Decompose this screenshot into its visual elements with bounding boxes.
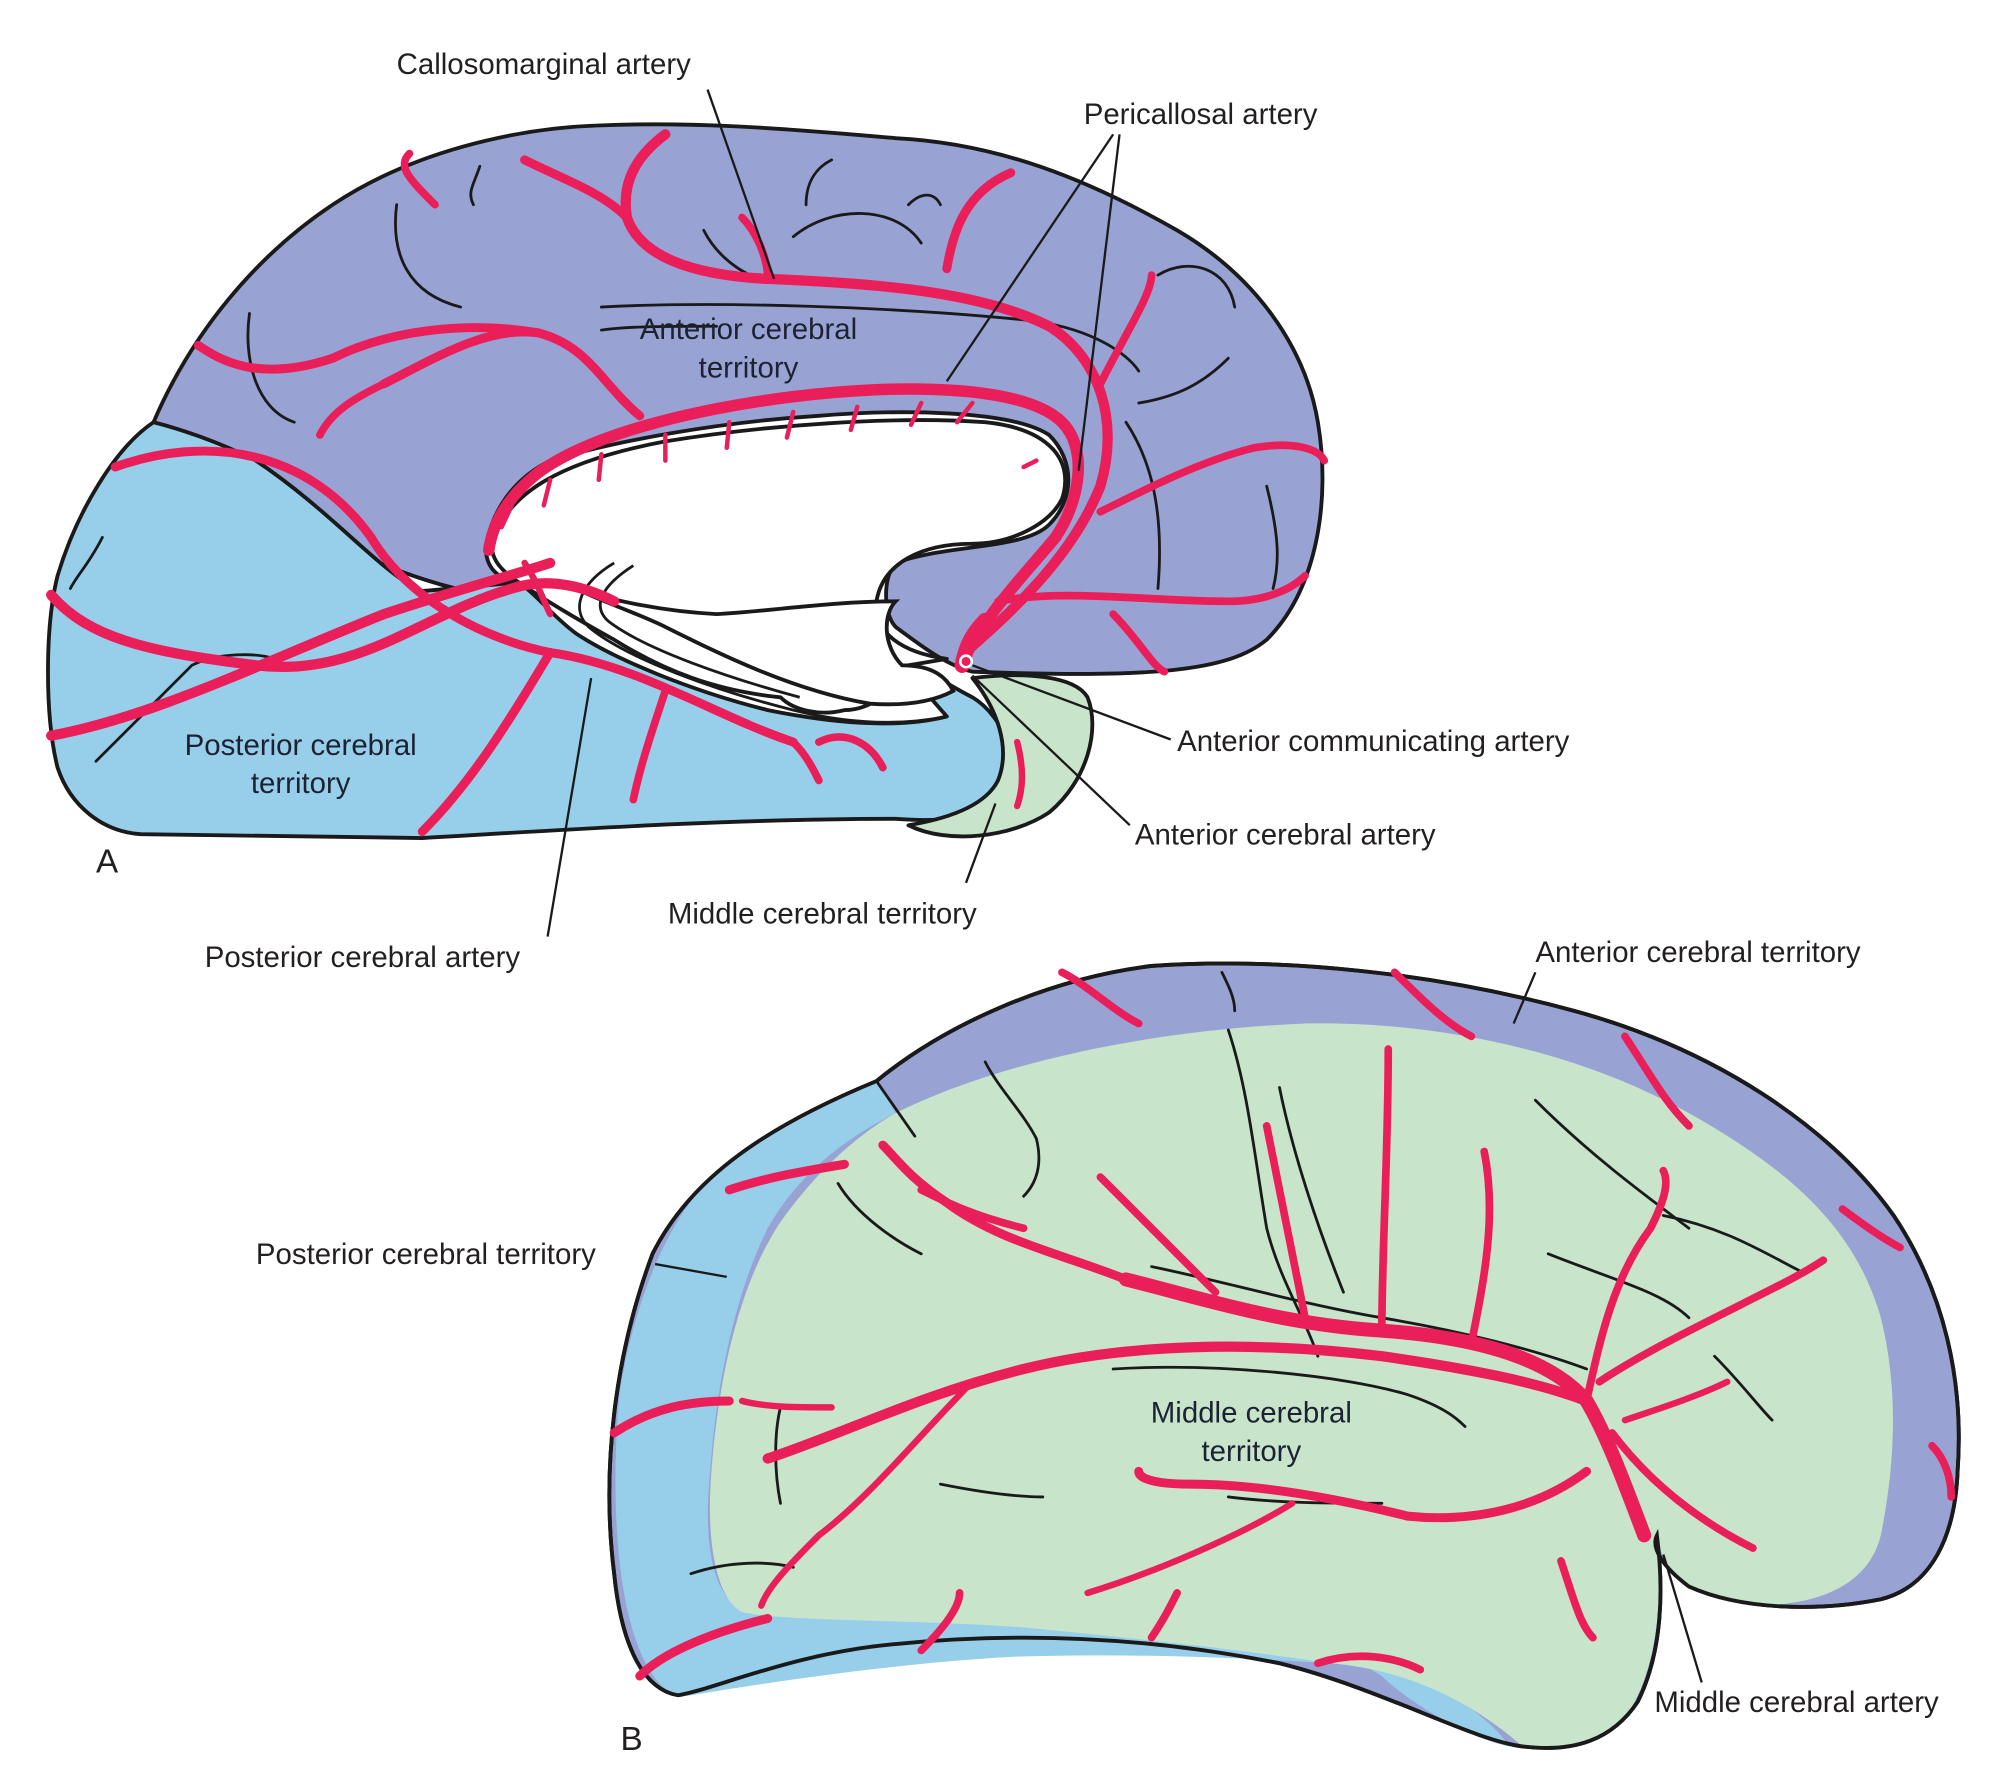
panel-a-leader-lines: [546, 89, 1172, 937]
pericallosal-artery: [483, 383, 1084, 669]
panel-a-arteries: [46, 129, 1329, 837]
panel-a-middle-territory: [906, 673, 1095, 839]
pericallosal-artery-label: Pericallosal artery: [1084, 98, 1318, 131]
middle-cerebral-artery-label: Middle cerebral artery: [1654, 1686, 1939, 1719]
anterior-cerebral-artery-label: Anterior cerebral artery: [1135, 818, 1436, 851]
panel-a-letter: A: [96, 844, 119, 881]
posterior-territory-label-line2: territory: [251, 767, 351, 800]
middle-cerebral-territory-label-a: Middle cerebral territory: [668, 898, 977, 931]
callosomarginal-artery-label: Callosomarginal artery: [397, 48, 691, 81]
anterior-communicating-artery-marker: [958, 654, 974, 669]
panel-b-arteries: [609, 968, 1956, 1681]
posterior-cerebral-territory-label-b: Posterior cerebral territory: [256, 1238, 596, 1271]
posterior-cerebral-artery: [46, 578, 620, 672]
panel-b-leader-lines: [654, 971, 1703, 1683]
posterior-cerebral-artery-label: Posterior cerebral artery: [205, 941, 521, 974]
posterior-territory-label-line1: Posterior cerebral: [185, 729, 417, 762]
middle-territory-label-line1: Middle cerebral: [1151, 1397, 1352, 1430]
anterior-territory-label-line1: Anterior cerebral: [640, 313, 857, 346]
panel-b-middle-territory: [709, 1023, 1893, 1749]
middle-cerebral-artery-trunk: [1118, 1272, 1652, 1543]
panel-b-lateral-view: Middle cerebral territory Anterior cereb…: [256, 936, 1961, 1758]
panel-b-letter: B: [621, 1721, 643, 1758]
anterior-communicating-artery-label: Anterior communicating artery: [1177, 725, 1570, 758]
middle-territory-label-line2: territory: [1202, 1435, 1302, 1468]
panel-b-posterior-territory: [615, 1081, 1510, 1747]
anterior-territory-label-line2: territory: [699, 351, 799, 384]
anterior-cerebral-territory-label-b: Anterior cerebral territory: [1535, 936, 1861, 969]
panel-a-medial-view: Anterior cerebral territory Posterior ce…: [46, 48, 1570, 974]
